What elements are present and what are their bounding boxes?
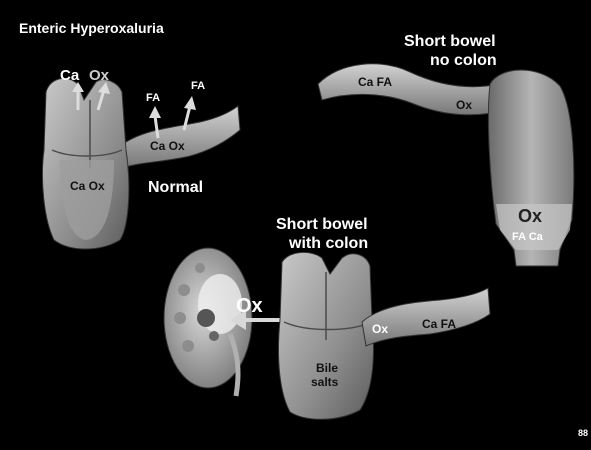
slide-title: Enteric Hyperoxaluria: [19, 20, 164, 36]
normal-small-bowel-tube: [118, 106, 240, 168]
normal-ca-label: Ca: [60, 67, 80, 84]
normal-fa-right-arrowhead: [184, 96, 196, 110]
no-colon-title-line2: no colon: [430, 52, 497, 69]
no-colon-pouch-ox: Ox: [518, 206, 542, 226]
no-colon-pouch-fa-ca: FA Ca: [512, 231, 544, 243]
kidney-papilla-2: [174, 312, 186, 324]
normal-body-label: Ca Ox: [70, 179, 105, 193]
kidney-papilla-4: [195, 263, 205, 273]
with-colon-title-line2: with colon: [288, 235, 368, 252]
kidney-papilla-1: [178, 284, 190, 296]
normal-panel: Ca Ox FA FA Ca Ox Ca Ox Normal: [42, 67, 240, 249]
kidney-stone: [197, 309, 215, 327]
with-colon-bile-line2: salts: [311, 375, 339, 389]
normal-ox-label: Ox: [89, 67, 110, 84]
with-colon-tube-ca-fa: Ca FA: [422, 317, 456, 331]
with-colon-title-line1: Short bowel: [276, 216, 368, 233]
with-colon-tube-ox: Ox: [372, 322, 388, 336]
kidney-stone-small: [209, 331, 219, 341]
no-colon-title-line1: Short bowel: [404, 33, 496, 50]
with-colon-arrow-ox: Ox: [236, 295, 263, 317]
normal-fa-left-arrowhead: [149, 106, 161, 118]
normal-tube-label: Ca Ox: [150, 139, 185, 153]
with-colon-bile-line1: Bile: [316, 361, 338, 375]
kidney-papilla-3: [182, 340, 194, 352]
normal-fa-right-label: FA: [191, 80, 205, 92]
normal-label: Normal: [148, 179, 203, 196]
no-colon-tube-ox: Ox: [456, 98, 472, 112]
corner-mark: 88: [578, 428, 588, 438]
no-colon-bowel-tube: [318, 64, 506, 115]
no-colon-tube-ca-fa: Ca FA: [358, 75, 392, 89]
with-colon-panel: Ox Short bowel with colon Ox Ca FA Bile …: [164, 216, 490, 419]
normal-fa-left-label: FA: [146, 92, 160, 104]
